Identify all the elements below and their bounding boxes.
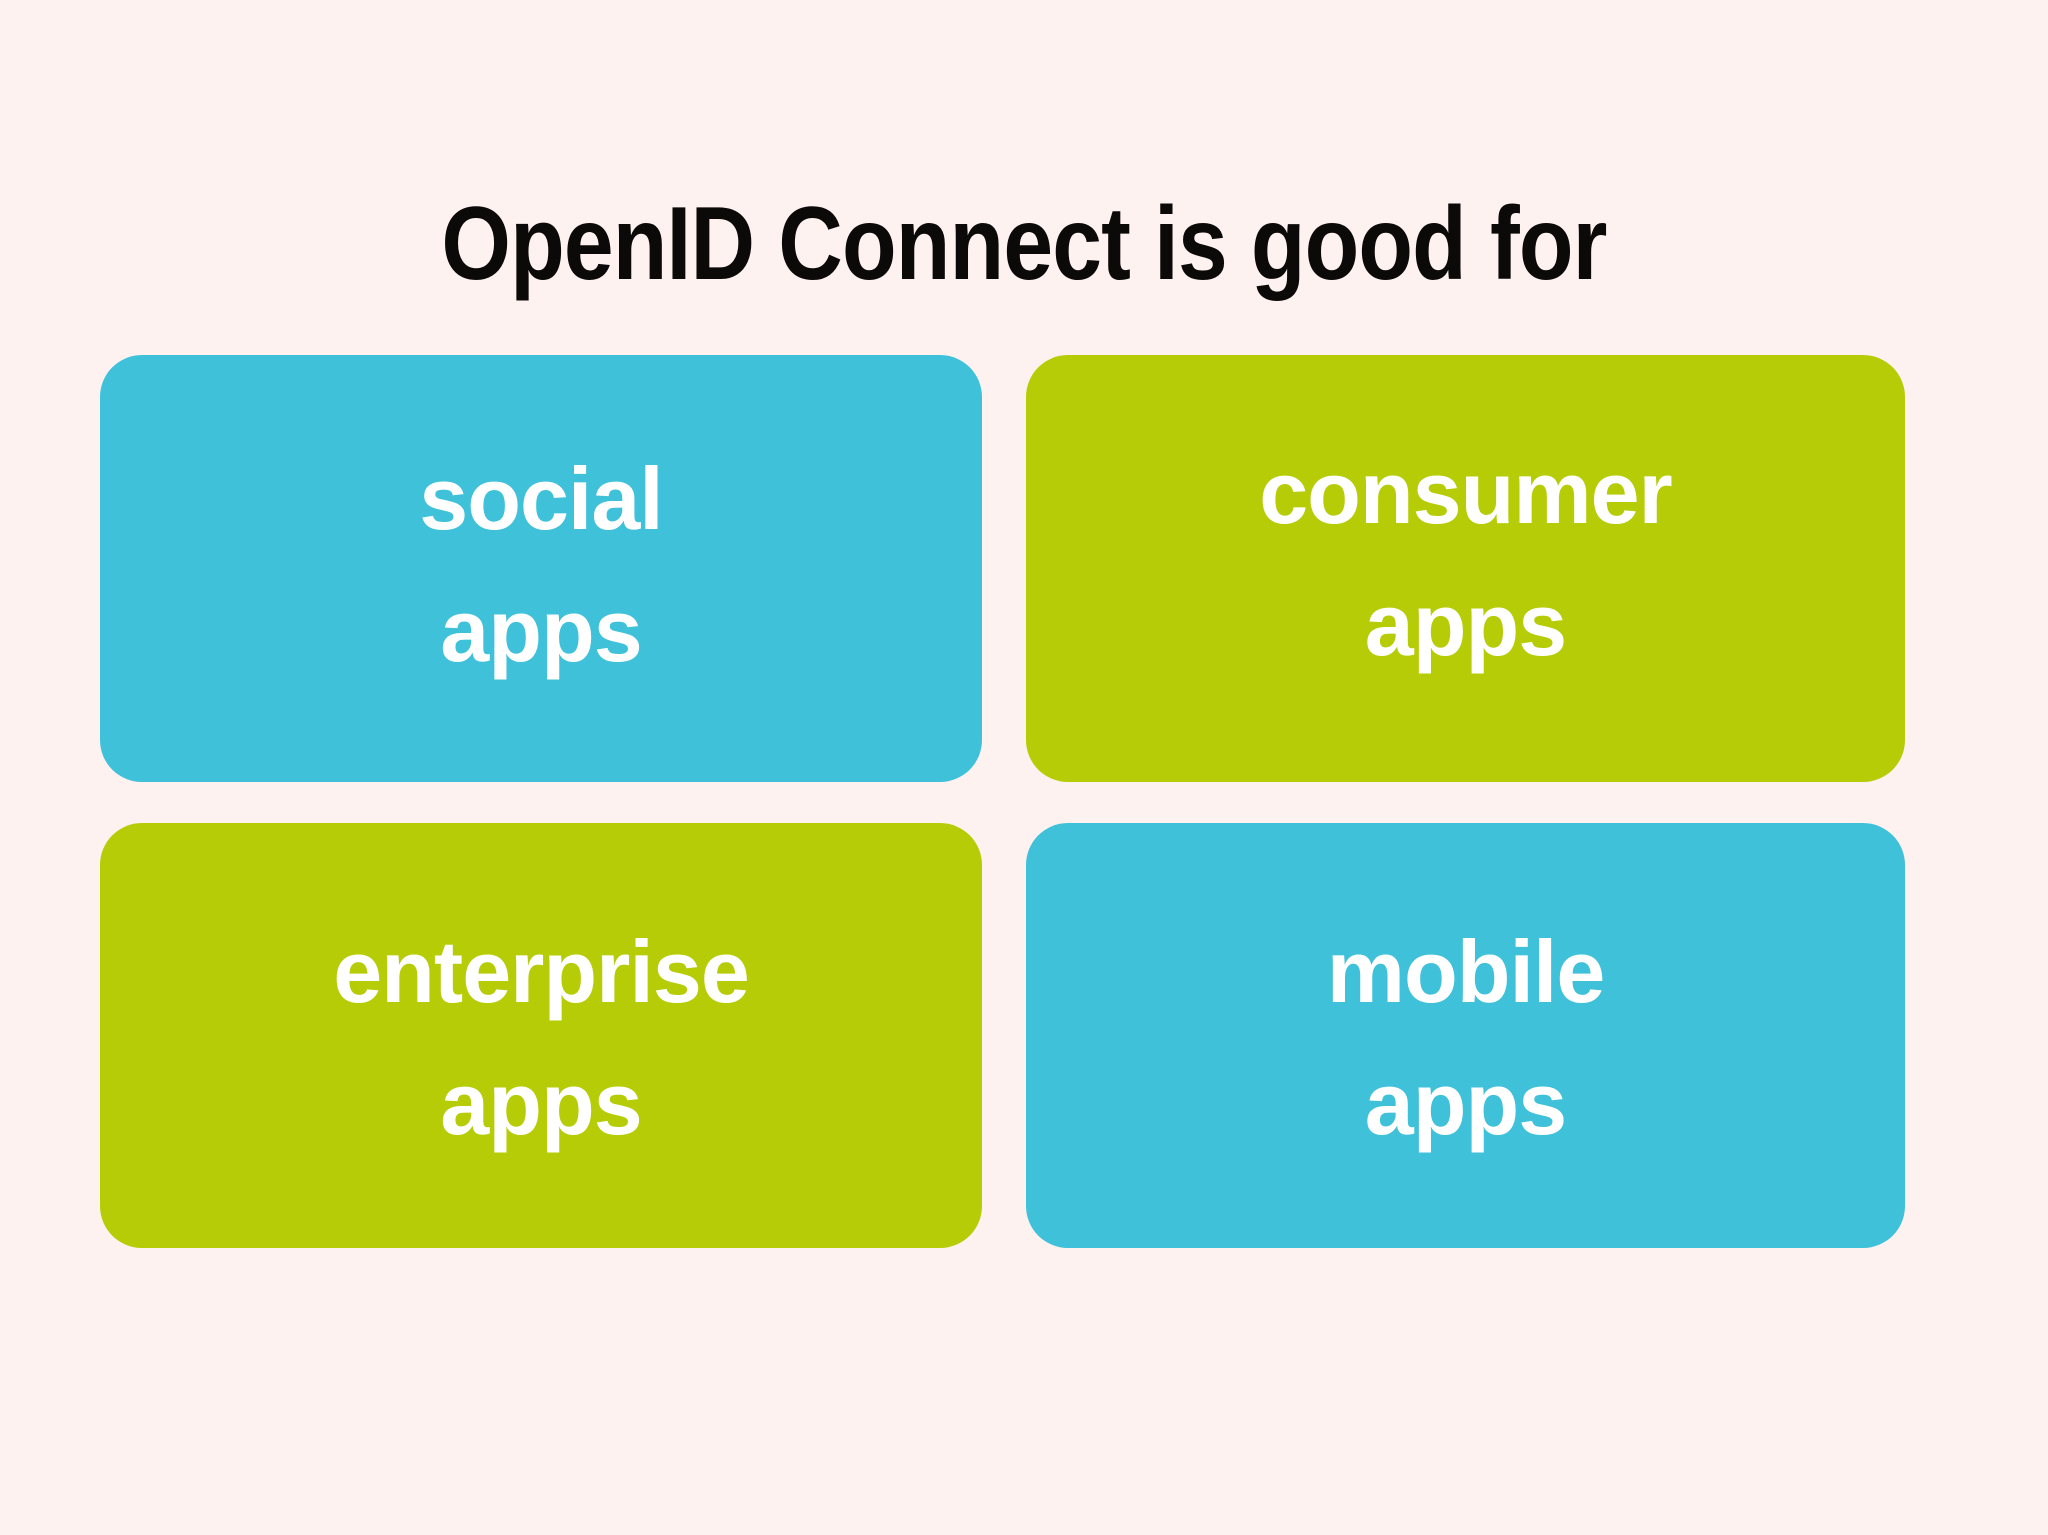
card-consumer-apps-line2: apps [1364,574,1567,674]
card-consumer-apps-line1: consumer [1259,442,1673,542]
card-social-apps-line2: apps [440,580,642,680]
card-social-apps-line1: social [419,448,663,548]
card-enterprise-apps-line2: apps [440,1053,642,1153]
card-mobile-apps-line1: mobile [1326,921,1606,1021]
card-grid: social apps consumer apps enterprise app… [100,355,1905,1248]
card-consumer-apps[interactable]: consumer apps [1026,355,1905,782]
card-social-apps[interactable]: social apps [100,355,982,782]
card-enterprise-apps[interactable]: enterprise apps [100,823,982,1248]
card-mobile-apps[interactable]: mobile apps [1026,823,1905,1248]
card-enterprise-apps-line1: enterprise [333,921,750,1021]
page-title: OpenID Connect is good for [441,185,1607,302]
card-mobile-apps-line2: apps [1364,1053,1567,1153]
